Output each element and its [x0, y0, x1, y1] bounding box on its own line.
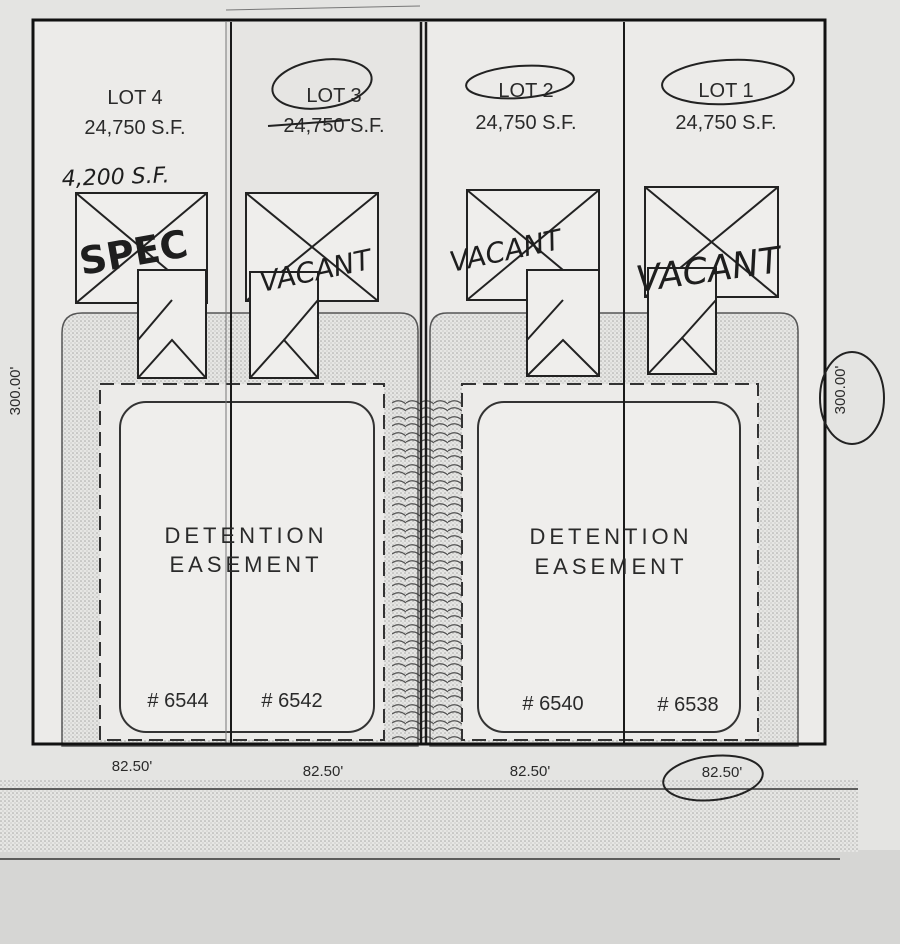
house-footprint-lot-3 [245, 192, 379, 379]
lot-4-frontage: 82.50' [112, 758, 153, 775]
right-detention-area [477, 401, 741, 733]
house-footprint-lot-2 [466, 189, 600, 377]
lot-1-address: # 6538 [657, 694, 718, 716]
lot-3-frontage: 82.50' [303, 763, 344, 780]
depth-right-circle [819, 351, 885, 445]
street-strip [0, 780, 858, 852]
lot-1-name: LOT 1 [698, 80, 753, 102]
lot-3-address: # 6542 [261, 690, 322, 712]
lot-3-area: 24,750 S.F. [283, 115, 384, 137]
lot-2-area: 24,750 S.F. [475, 112, 576, 134]
lot-4-area: 24,750 S.F. [84, 117, 185, 139]
lot-1-frontage: 82.50' [702, 764, 743, 781]
lot-4-name: LOT 4 [107, 87, 162, 109]
lot-2-circle [465, 64, 575, 100]
lot-2-address: # 6540 [522, 693, 583, 715]
lot-1-circle [661, 58, 795, 106]
depth-left-label: 300.00' [7, 366, 24, 415]
scribble-marking [392, 400, 466, 740]
lot-3-circle [271, 58, 373, 110]
lot-3-name: LOT 3 [306, 85, 361, 107]
house-footprint-lot-4 [75, 192, 208, 379]
right-easement-label-line-1: DETENTION [529, 524, 692, 549]
left-detention-area [119, 401, 375, 733]
lot-4-address: # 6544 [147, 690, 208, 712]
lot-2-frontage: 82.50' [510, 763, 551, 780]
property-boundary [31, 18, 827, 746]
depth-right-label: 300.00' [832, 365, 849, 414]
left-easement-label-line-1: DETENTION [164, 523, 327, 548]
left-easement-label-line-2: EASEMENT [169, 552, 322, 577]
right-easement-label-line-2: EASEMENT [534, 554, 687, 579]
lot-4-handwritten-note: 4,200 S.F. [61, 163, 170, 192]
house-footprint-lot-1 [644, 186, 779, 375]
lot-1-frontage-circle [662, 754, 764, 802]
lot-3-area-strike [267, 119, 351, 127]
lot-1-area: 24,750 S.F. [675, 112, 776, 134]
